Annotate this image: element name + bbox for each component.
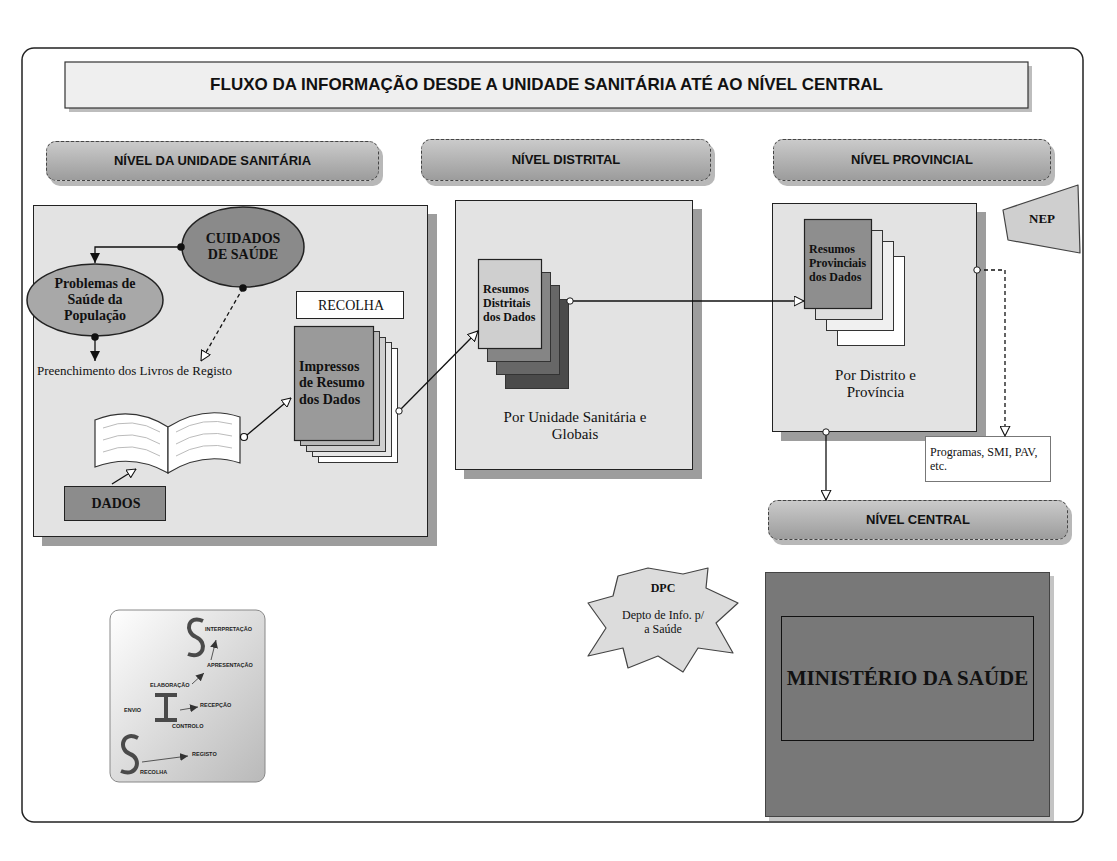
node-text: NÍVEL CENTRAL — [866, 513, 970, 528]
summary-forms-stack: Impressos de Resumo dos Dados — [294, 326, 399, 464]
node-text: Preenchimento dos Livros de Registo — [37, 364, 232, 379]
title-box — [65, 62, 1028, 108]
care-ellipse: CUIDADOS DE SAÚDE — [181, 206, 305, 288]
node-text: Programas, SMI, PAV, etc. — [930, 446, 1048, 474]
text-area: Preenchimento dos Livros de Registo — [36, 361, 298, 381]
dpc-burst: DPC Depto de Info. p/ a Saúde — [588, 568, 738, 672]
text-area: NEP — [1014, 205, 1070, 233]
node-text: Por Distrito e Província — [806, 367, 945, 402]
inset-label: RECEPÇÃO — [200, 703, 231, 709]
district-panel: NÍVEL DISTRITALPor Unidade Sanitária e G… — [455, 200, 693, 470]
node-text: DPC — [651, 582, 676, 596]
provincial-summary-stack: Resumos Provinciais dos Dados — [804, 219, 906, 347]
inset-label-area: REGISTO — [192, 752, 217, 758]
central-band: NÍVEL CENTRAL — [768, 500, 1068, 540]
text-area: RECOLHA — [297, 292, 405, 320]
inset-label: ELABORAÇÃO — [150, 683, 189, 689]
cycle-inset — [110, 610, 265, 782]
text-area: DADOS — [65, 487, 167, 522]
inset-label: REGISTO — [192, 752, 217, 758]
node-text: Resumos Distritais dos Dados — [483, 283, 537, 324]
nep-flag: NEP — [1000, 185, 1080, 253]
text-area: Resumos Provinciais dos Dados — [806, 221, 870, 307]
inset-label: ENVIO — [124, 708, 141, 714]
flow-arrow — [825, 432, 826, 500]
collection-box: RECOLHA — [296, 291, 404, 319]
level-band: NÍVEL PROVINCIAL — [773, 139, 1051, 181]
level-band: NÍVEL DISTRITAL — [421, 139, 711, 181]
title-shadow — [69, 66, 1032, 112]
node-text: MINISTÉRIO DA SAÚDE — [787, 666, 1029, 690]
node-text: NÍVEL PROVINCIAL — [851, 153, 973, 168]
level-band: NÍVEL DA UNIDADE SANITÁRIA — [46, 141, 379, 181]
provincial-panel: NÍVEL PROVINCIALPor Distrito e Província… — [772, 203, 977, 432]
inset-label-area: RECOLHA — [140, 770, 167, 776]
inset-label: APRESENTAÇÃO — [207, 663, 253, 669]
data-box: DADOS — [64, 486, 166, 521]
node-text: CUIDADOS DE SAÚDE — [201, 231, 285, 263]
text-area: Impressos de Resumo dos Dados — [296, 328, 372, 439]
text-area: Programas, SMI, PAV, etc. — [926, 437, 1052, 483]
outer-frame — [22, 48, 1083, 822]
level-band: NÍVEL CENTRAL — [768, 500, 1068, 540]
node-text: NÍVEL DISTRITAL — [512, 153, 621, 168]
text-area: CUIDADOS DE SAÚDE — [198, 212, 288, 282]
ministry-box: MINISTÉRIO DA SAÚDE — [765, 572, 1050, 817]
programs-box: Programas, SMI, PAV, etc. — [925, 436, 1051, 482]
inset-label-area: CONTROLO — [172, 724, 203, 730]
text-area: Resumos Distritais dos Dados — [480, 261, 540, 347]
unit-panel: NÍVEL DA UNIDADE SANITÁRIACUIDADOS DE SA… — [33, 205, 428, 537]
text-area: DPC — [633, 580, 693, 598]
inset-label-area: ENVIO — [124, 708, 141, 714]
title-text: FLUXO DA INFORMAÇÃO DESDE A UNIDADE SANI… — [210, 75, 883, 95]
node-text: RECOLHA — [318, 298, 384, 314]
node-text: NÍVEL DA UNIDADE SANITÁRIA — [114, 154, 311, 169]
text-area: Depto de Info. p/ a Saúde — [620, 598, 706, 648]
node-text: DADOS — [91, 496, 140, 512]
title-area: FLUXO DA INFORMAÇÃO DESDE A UNIDADE SANI… — [65, 62, 1028, 108]
sheet-stack — [478, 259, 570, 390]
inset-label: CONTROLO — [172, 724, 203, 730]
text-area: Por Unidade Sanitária e Globais — [486, 401, 664, 451]
district-summary-stack: Resumos Distritais dos Dados — [478, 259, 570, 390]
text-area: Por Distrito e Província — [803, 359, 948, 409]
inset-label-area: ELABORAÇÃO — [150, 683, 189, 689]
inset-label-area: RECEPÇÃO — [200, 703, 231, 709]
text-area: Problemas de Saúde da População — [43, 267, 147, 333]
inset-label: INTERPRETAÇÃO — [205, 627, 252, 633]
node-text: Impressos de Resumo dos Dados — [299, 359, 369, 407]
problem-ellipse: Problemas de Saúde da População — [26, 263, 164, 337]
inset-label-area: APRESENTAÇÃO — [207, 663, 253, 669]
text-area: MINISTÉRIO DA SAÚDE — [783, 618, 1032, 739]
flow-arrow — [977, 270, 1005, 436]
node-text: NEP — [1029, 212, 1055, 227]
node-text: Por Unidade Sanitária e Globais — [489, 409, 661, 444]
node-text: Problemas de Saúde da População — [46, 276, 144, 324]
node-text: Resumos Provinciais dos Dados — [809, 243, 867, 284]
inset-label: RECOLHA — [140, 770, 167, 776]
node-text: Depto de Info. p/ a Saúde — [621, 609, 705, 637]
inset-label-area: INTERPRETAÇÃO — [205, 627, 252, 633]
register-text: Preenchimento dos Livros de Registo — [36, 361, 298, 381]
